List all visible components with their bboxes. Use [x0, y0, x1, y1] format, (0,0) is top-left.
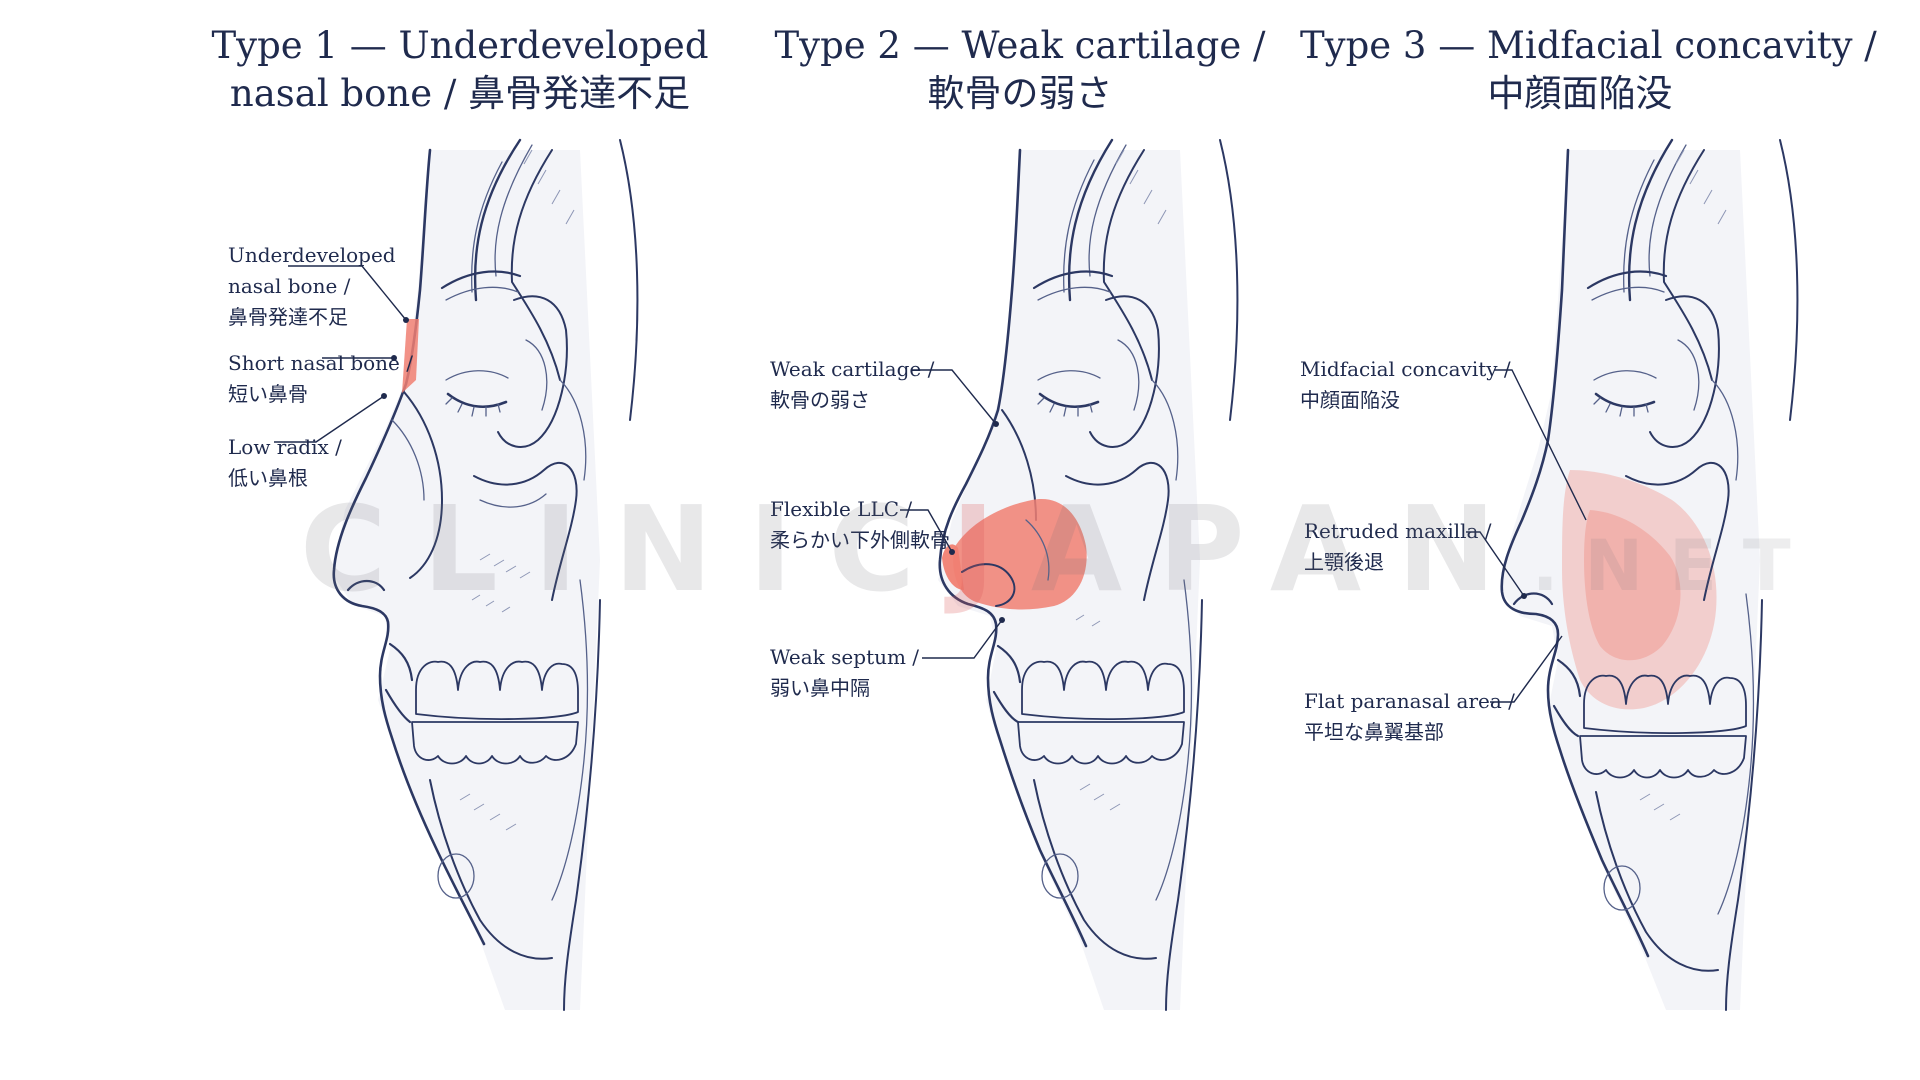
label-line: 軟骨の弱さ	[770, 388, 870, 412]
label-midfacial-concavity: Midfacial concavity / 中顔面陥没	[1300, 354, 1511, 416]
panel-type-2: Type 2 — Weak cartilage / 軟骨の弱さ Weak car…	[740, 0, 1300, 1080]
label-line: nasal bone /	[228, 274, 351, 298]
watermark-text-a: CLINIC	[300, 480, 951, 618]
label-retruded-maxilla: Retruded maxilla / 上顎後退	[1304, 516, 1492, 578]
skull-profile-illustration-type-1	[274, 138, 639, 1011]
label-line: Underdeveloped	[228, 243, 396, 267]
label-line: Retruded maxilla /	[1304, 519, 1492, 543]
panel-title-type-3: Type 3 — Midfacial concavity / 中顔面陥没	[1300, 22, 1877, 118]
label-line: 低い鼻根	[228, 466, 308, 490]
label-line: Weak septum /	[770, 645, 920, 669]
label-line: Flat paranasal area /	[1304, 689, 1515, 713]
label-line: Short nasal bone /	[228, 351, 413, 375]
label-line: 柔らかい下外側軟骨	[770, 528, 950, 552]
panel-title-line-2: nasal bone / 鼻骨発達不足	[229, 72, 691, 115]
skull-profile-illustration-type-3	[1466, 138, 1799, 1011]
label-line: 弱い鼻中隔	[770, 676, 870, 700]
label-line: Low radix /	[228, 435, 342, 459]
label-short-nasal-bone: Short nasal bone / 短い鼻骨	[228, 348, 413, 410]
panel-title-type-2: Type 2 — Weak cartilage / 軟骨の弱さ	[740, 22, 1300, 118]
label-flat-paranasal-area: Flat paranasal area / 平坦な鼻翼基部	[1304, 686, 1515, 748]
watermark-accent: J	[950, 480, 1031, 618]
label-low-radix: Low radix / 低い鼻根	[228, 432, 342, 494]
panel-title-type-1: Type 1 — Underdeveloped nasal bone / 鼻骨発…	[180, 22, 740, 118]
label-line: Midfacial concavity /	[1300, 357, 1511, 381]
label-line: 鼻骨発達不足	[228, 305, 348, 329]
skull-profile-illustration-type-2	[900, 138, 1239, 1011]
panel-title-line-2: 中顔面陥没	[1487, 72, 1673, 115]
label-underdeveloped-nasal-bone: Underdeveloped nasal bone / 鼻骨発達不足	[228, 240, 396, 333]
watermark-suffix: .NET	[1531, 525, 1817, 607]
panel-title-line-1: Type 2 — Weak cartilage /	[774, 24, 1266, 67]
panel-title-line-1: Type 1 — Underdeveloped	[211, 24, 709, 67]
label-line: 平坦な鼻翼基部	[1304, 720, 1444, 744]
label-flexible-llc: Flexible LLC / 柔らかい下外側軟骨	[770, 494, 950, 556]
panel-type-1: Type 1 — Underdeveloped nasal bone / 鼻骨発…	[180, 0, 740, 1080]
panel-title-line-1: Type 3 — Midfacial concavity /	[1300, 24, 1877, 67]
label-line: 中顔面陥没	[1300, 388, 1400, 412]
label-line: 上顎後退	[1304, 550, 1384, 574]
clinic-japan-watermark: CLINICJAPAN.NET	[300, 480, 1817, 618]
panel-type-3: Type 3 — Midfacial concavity / 中顔面陥没 Mid…	[1300, 0, 1877, 1080]
label-weak-septum: Weak septum / 弱い鼻中隔	[770, 642, 919, 704]
label-line: 短い鼻骨	[228, 382, 308, 406]
label-line: Weak cartilage /	[770, 357, 935, 381]
label-line: Flexible LLC /	[770, 497, 913, 521]
watermark-text-b: APAN	[1030, 480, 1532, 618]
label-weak-cartilage: Weak cartilage / 軟骨の弱さ	[770, 354, 934, 416]
panel-title-line-2: 軟骨の弱さ	[927, 72, 1113, 115]
